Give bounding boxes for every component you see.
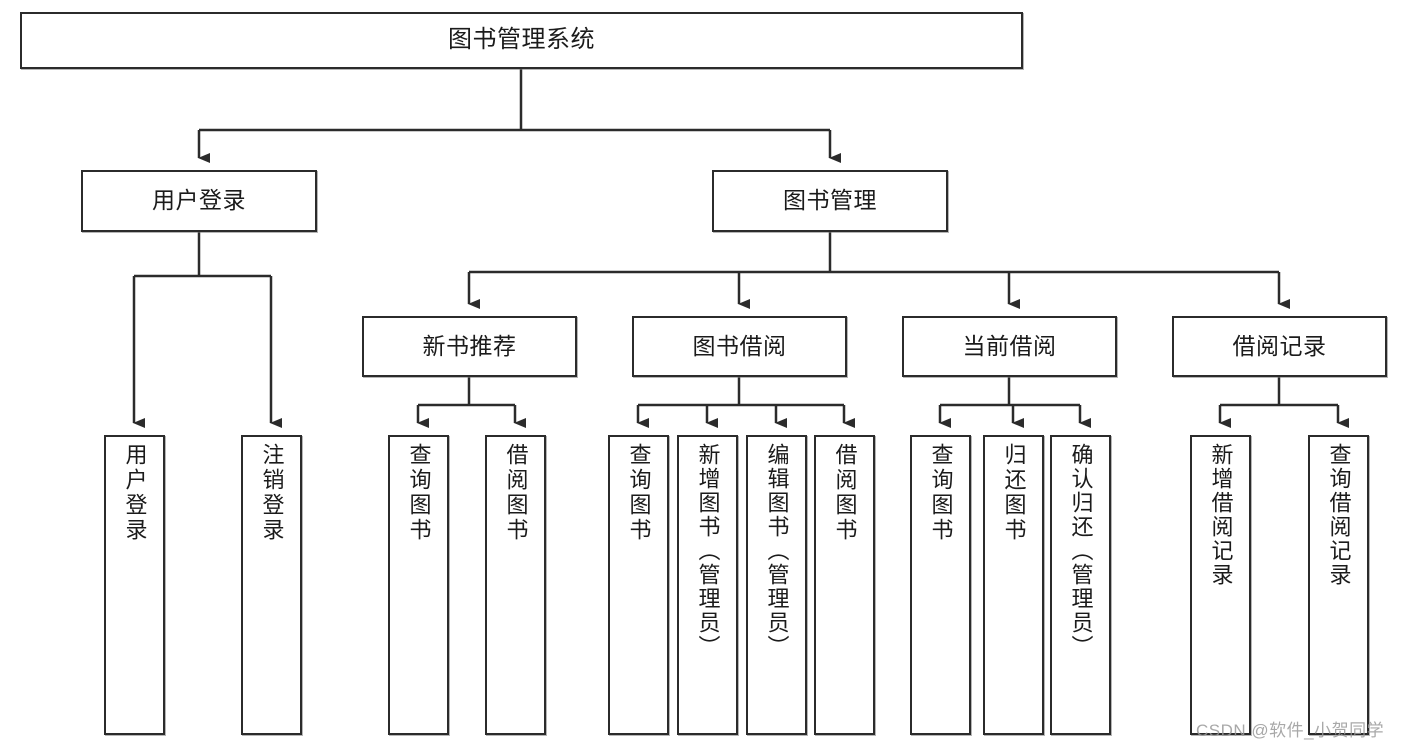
node-current-borrow[interactable]: 当前借阅 [902,316,1117,377]
leaf-edit-book-admin[interactable]: 编辑图书（管理员） [746,435,807,735]
node-borrow-record-label: 借阅记录 [1232,332,1327,359]
node-book-borrow[interactable]: 图书借阅 [632,316,847,377]
leaf-query-book-borrow-label: 查询图书 [626,443,652,543]
node-book-manage-label: 图书管理 [783,187,877,214]
leaf-logout[interactable]: 注销登录 [241,435,302,735]
node-user-login-label: 用户登录 [152,187,246,214]
csdn-watermark: CSDN @软件_小贺同学 [1196,721,1385,740]
leaf-confirm-return-admin-label: 确认归还（管理员） [1068,443,1094,659]
node-borrow-record[interactable]: 借阅记录 [1172,316,1387,377]
node-new-book-recommendation[interactable]: 新书推荐 [362,316,577,377]
leaf-query-borrow-record-label: 查询借阅记录 [1326,443,1352,587]
leaf-add-borrow-record-label: 新增借阅记录 [1208,443,1234,587]
leaf-return-book-label: 归还图书 [1001,443,1027,543]
leaf-add-book-admin[interactable]: 新增图书（管理员） [677,435,738,735]
leaf-query-book-current-label: 查询图书 [928,443,954,543]
leaf-query-borrow-record[interactable]: 查询借阅记录 [1308,435,1369,735]
node-current-borrow-label: 当前借阅 [962,332,1057,359]
leaf-query-book-new-book-label: 查询图书 [406,443,432,543]
node-book-borrow-label: 图书借阅 [692,332,787,359]
leaf-query-book-current[interactable]: 查询图书 [910,435,971,735]
leaf-add-borrow-record[interactable]: 新增借阅记录 [1190,435,1251,735]
leaf-borrow-book-new-book-label: 借阅图书 [503,443,529,543]
leaf-user-login-label: 用户登录 [122,443,148,543]
leaf-query-book-borrow[interactable]: 查询图书 [608,435,669,735]
leaf-logout-label: 注销登录 [259,443,285,543]
leaf-edit-book-admin-label: 编辑图书（管理员） [764,443,790,659]
leaf-borrow-book-label: 借阅图书 [832,443,858,543]
leaf-borrow-book-new-book[interactable]: 借阅图书 [485,435,546,735]
leaf-confirm-return-admin[interactable]: 确认归还（管理员） [1050,435,1111,735]
node-root[interactable]: 图书管理系统 [20,12,1023,69]
leaf-return-book[interactable]: 归还图书 [983,435,1044,735]
node-root-label: 图书管理系统 [448,26,595,54]
leaf-user-login[interactable]: 用户登录 [104,435,165,735]
leaf-borrow-book[interactable]: 借阅图书 [814,435,875,735]
leaf-add-book-admin-label: 新增图书（管理员） [695,443,721,659]
node-new-book-recommendation-label: 新书推荐 [422,332,517,359]
node-user-login[interactable]: 用户登录 [81,170,317,232]
leaf-query-book-new-book[interactable]: 查询图书 [388,435,449,735]
node-book-manage[interactable]: 图书管理 [712,170,948,232]
